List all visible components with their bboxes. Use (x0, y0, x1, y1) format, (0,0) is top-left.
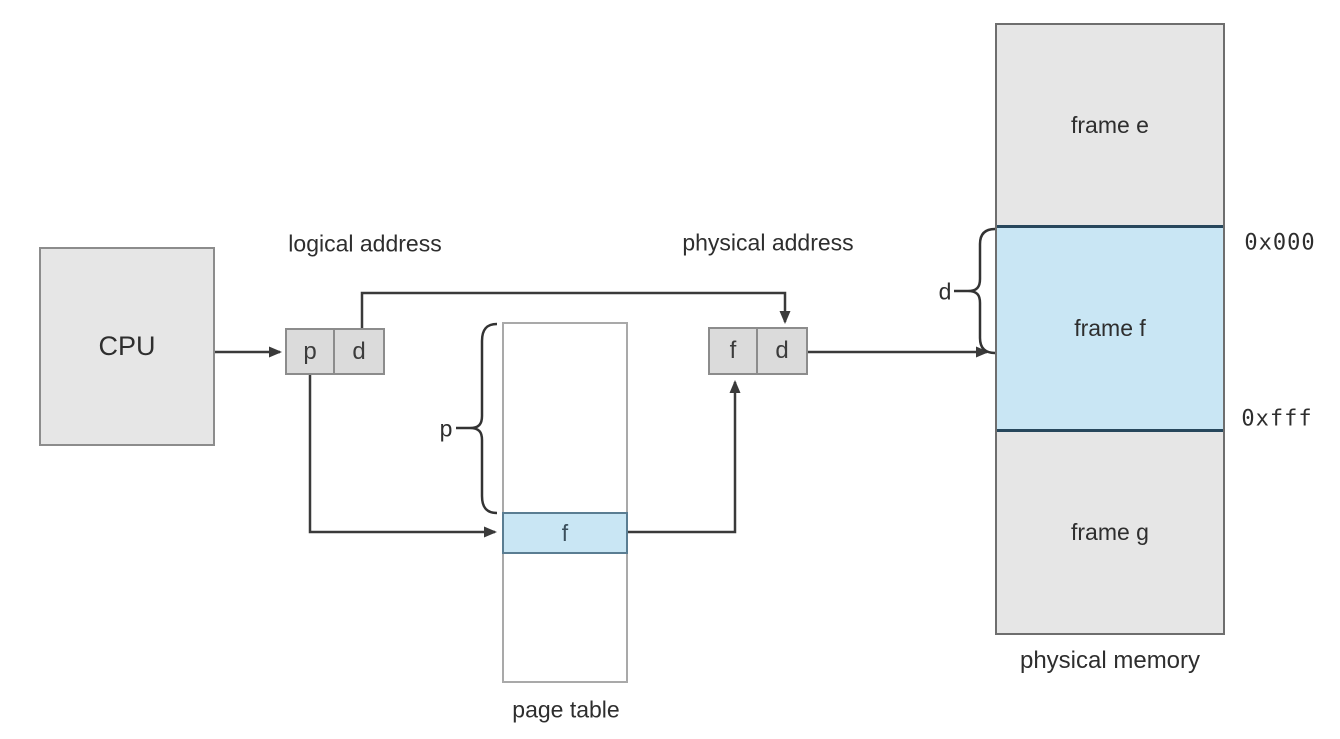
page-index-brace-label: p (439, 415, 453, 442)
frame-g-label: frame g (1071, 519, 1149, 545)
logical-address-label: logical address (288, 230, 442, 257)
d-brace (967, 227, 996, 355)
memory-frame-g: frame g (997, 432, 1223, 633)
arrow-page-table-to-physical-f (628, 380, 741, 534)
memory-frame-e: frame e (997, 25, 1223, 225)
arrow-logical-p-to-page-table (308, 375, 497, 538)
physical-address-label: physical address (682, 229, 854, 256)
logical-address-register: p d (285, 328, 385, 375)
page-table-box (502, 322, 628, 683)
frame-e-label: frame e (1071, 111, 1149, 138)
offset-brace-label: d (938, 278, 952, 305)
p-brace (469, 322, 498, 515)
frame-end-address: 0xfff (1241, 406, 1313, 432)
physical-memory-box: frame e frame f frame g (995, 23, 1225, 635)
logical-page-number-cell: p (287, 330, 335, 373)
physical-memory-label: physical memory (1019, 647, 1201, 674)
physical-frame-number-cell: f (710, 329, 758, 373)
page-table-label: page table (512, 696, 620, 723)
logical-offset-cell: d (352, 337, 366, 365)
physical-offset-cell: d (775, 337, 789, 364)
frame-start-address: 0x000 (1244, 230, 1316, 256)
cpu-label: CPU (98, 331, 156, 361)
physical-address-register: f d (708, 327, 808, 375)
frame-f-label: frame f (1074, 315, 1146, 341)
page-table-highlighted-entry: f (502, 512, 628, 554)
memory-frame-f: frame f (997, 225, 1223, 432)
cpu-box: CPU (39, 247, 215, 446)
page-table-entry-value: f (561, 519, 569, 546)
